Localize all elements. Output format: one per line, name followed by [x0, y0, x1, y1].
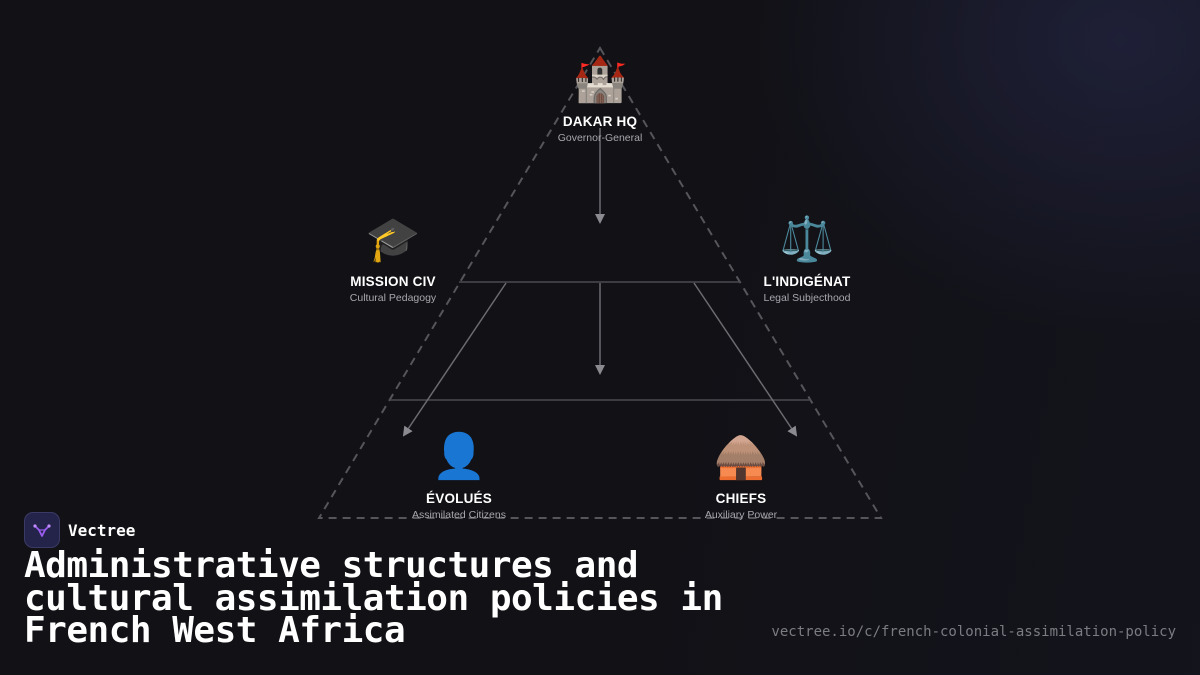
person-icon: 👤 [431, 431, 487, 482]
brand[interactable]: Vectree [24, 512, 135, 548]
node-subtitle: Cultural Pedagogy [349, 292, 437, 304]
hut-icon: 🛖 [713, 431, 769, 482]
page-title: Administrative structures and cultural a… [24, 545, 723, 651]
arrow-to-evolues [402, 282, 507, 437]
vectree-logo-icon [24, 512, 60, 548]
node-title: L'INDIGÉNAT [763, 274, 851, 289]
node-mission-civ: 🎓 MISSION CIV Cultural Pedagogy [293, 214, 493, 304]
node-subtitle: Auxiliary Power [704, 509, 778, 521]
node-title: MISSION CIV [350, 274, 436, 289]
node-title: DAKAR HQ [562, 114, 638, 129]
node-evolues: 👤 ÉVOLUÉS Assimilated Citizens [359, 431, 559, 521]
node-title: CHIEFS [715, 491, 767, 506]
node-subtitle: Assimilated Citizens [412, 509, 506, 521]
castle-icon: 🏰 [572, 54, 628, 105]
node-title: ÉVOLUÉS [426, 491, 492, 506]
scales-icon: ⚖️ [779, 214, 835, 265]
source-url[interactable]: vectree.io/c/french-colonial-assimilatio… [771, 624, 1176, 640]
node-indigenat: ⚖️ L'INDIGÉNAT Legal Subjecthood [707, 214, 907, 304]
node-subtitle: Legal Subjecthood [763, 292, 851, 304]
pyramid-outline [317, 46, 883, 519]
node-chiefs: 🛖 CHIEFS Auxiliary Power [641, 431, 841, 521]
node-dakar-hq: 🏰 DAKAR HQ Governor-General [500, 54, 700, 144]
arrow-to-chiefs [693, 282, 798, 437]
brand-name: Vectree [68, 520, 136, 540]
node-subtitle: Governor-General [557, 132, 643, 144]
graduation-cap-icon: 🎓 [365, 214, 421, 265]
